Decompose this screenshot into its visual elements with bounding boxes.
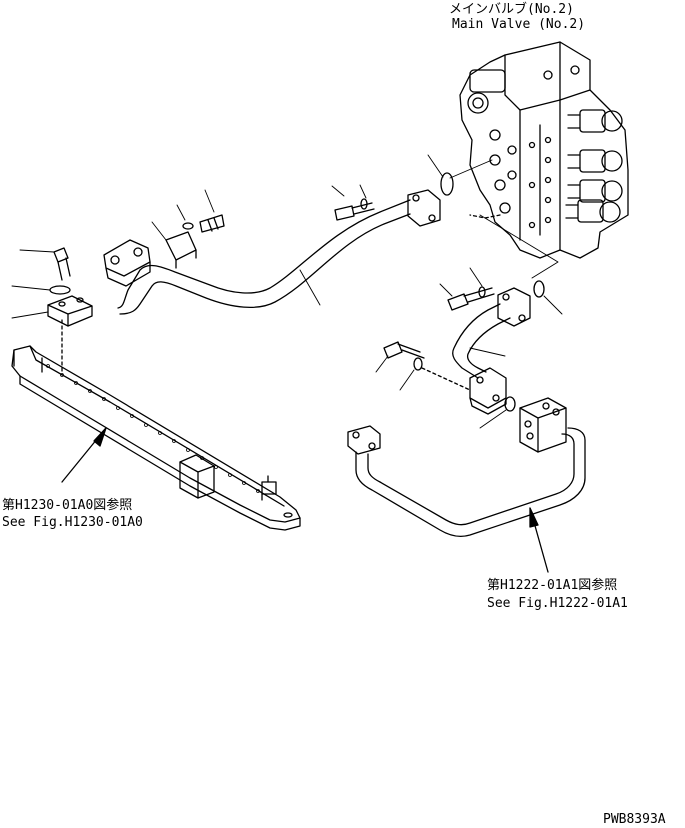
right-pipe-assembly	[376, 215, 562, 428]
frame-rail	[12, 346, 300, 530]
reference-1-label-en: See Fig.H1230-01A0	[2, 515, 143, 530]
valve-spools	[566, 110, 622, 222]
main-valve-label-ja: メインバルブ(No.2)	[449, 2, 574, 17]
valve-ports	[490, 66, 579, 228]
reference-arrow-2	[530, 508, 548, 572]
left-mounting-parts	[12, 248, 92, 375]
reference-1-label-ja: 第H1230-01A0図参照	[2, 498, 133, 513]
lower-u-pipe	[348, 398, 585, 536]
o-ring-upper	[441, 173, 453, 195]
main-valve-label-en: Main Valve (No.2)	[452, 17, 586, 32]
reference-2-label-ja: 第H1222-01A1図参照	[487, 578, 618, 593]
main-valve	[460, 42, 628, 258]
upper-pipe-assembly	[104, 185, 440, 314]
reference-2-label-en: See Fig.H1222-01A1	[487, 596, 628, 611]
drawing-id: PWB8393A	[603, 812, 666, 827]
reference-arrow-1	[62, 428, 106, 482]
